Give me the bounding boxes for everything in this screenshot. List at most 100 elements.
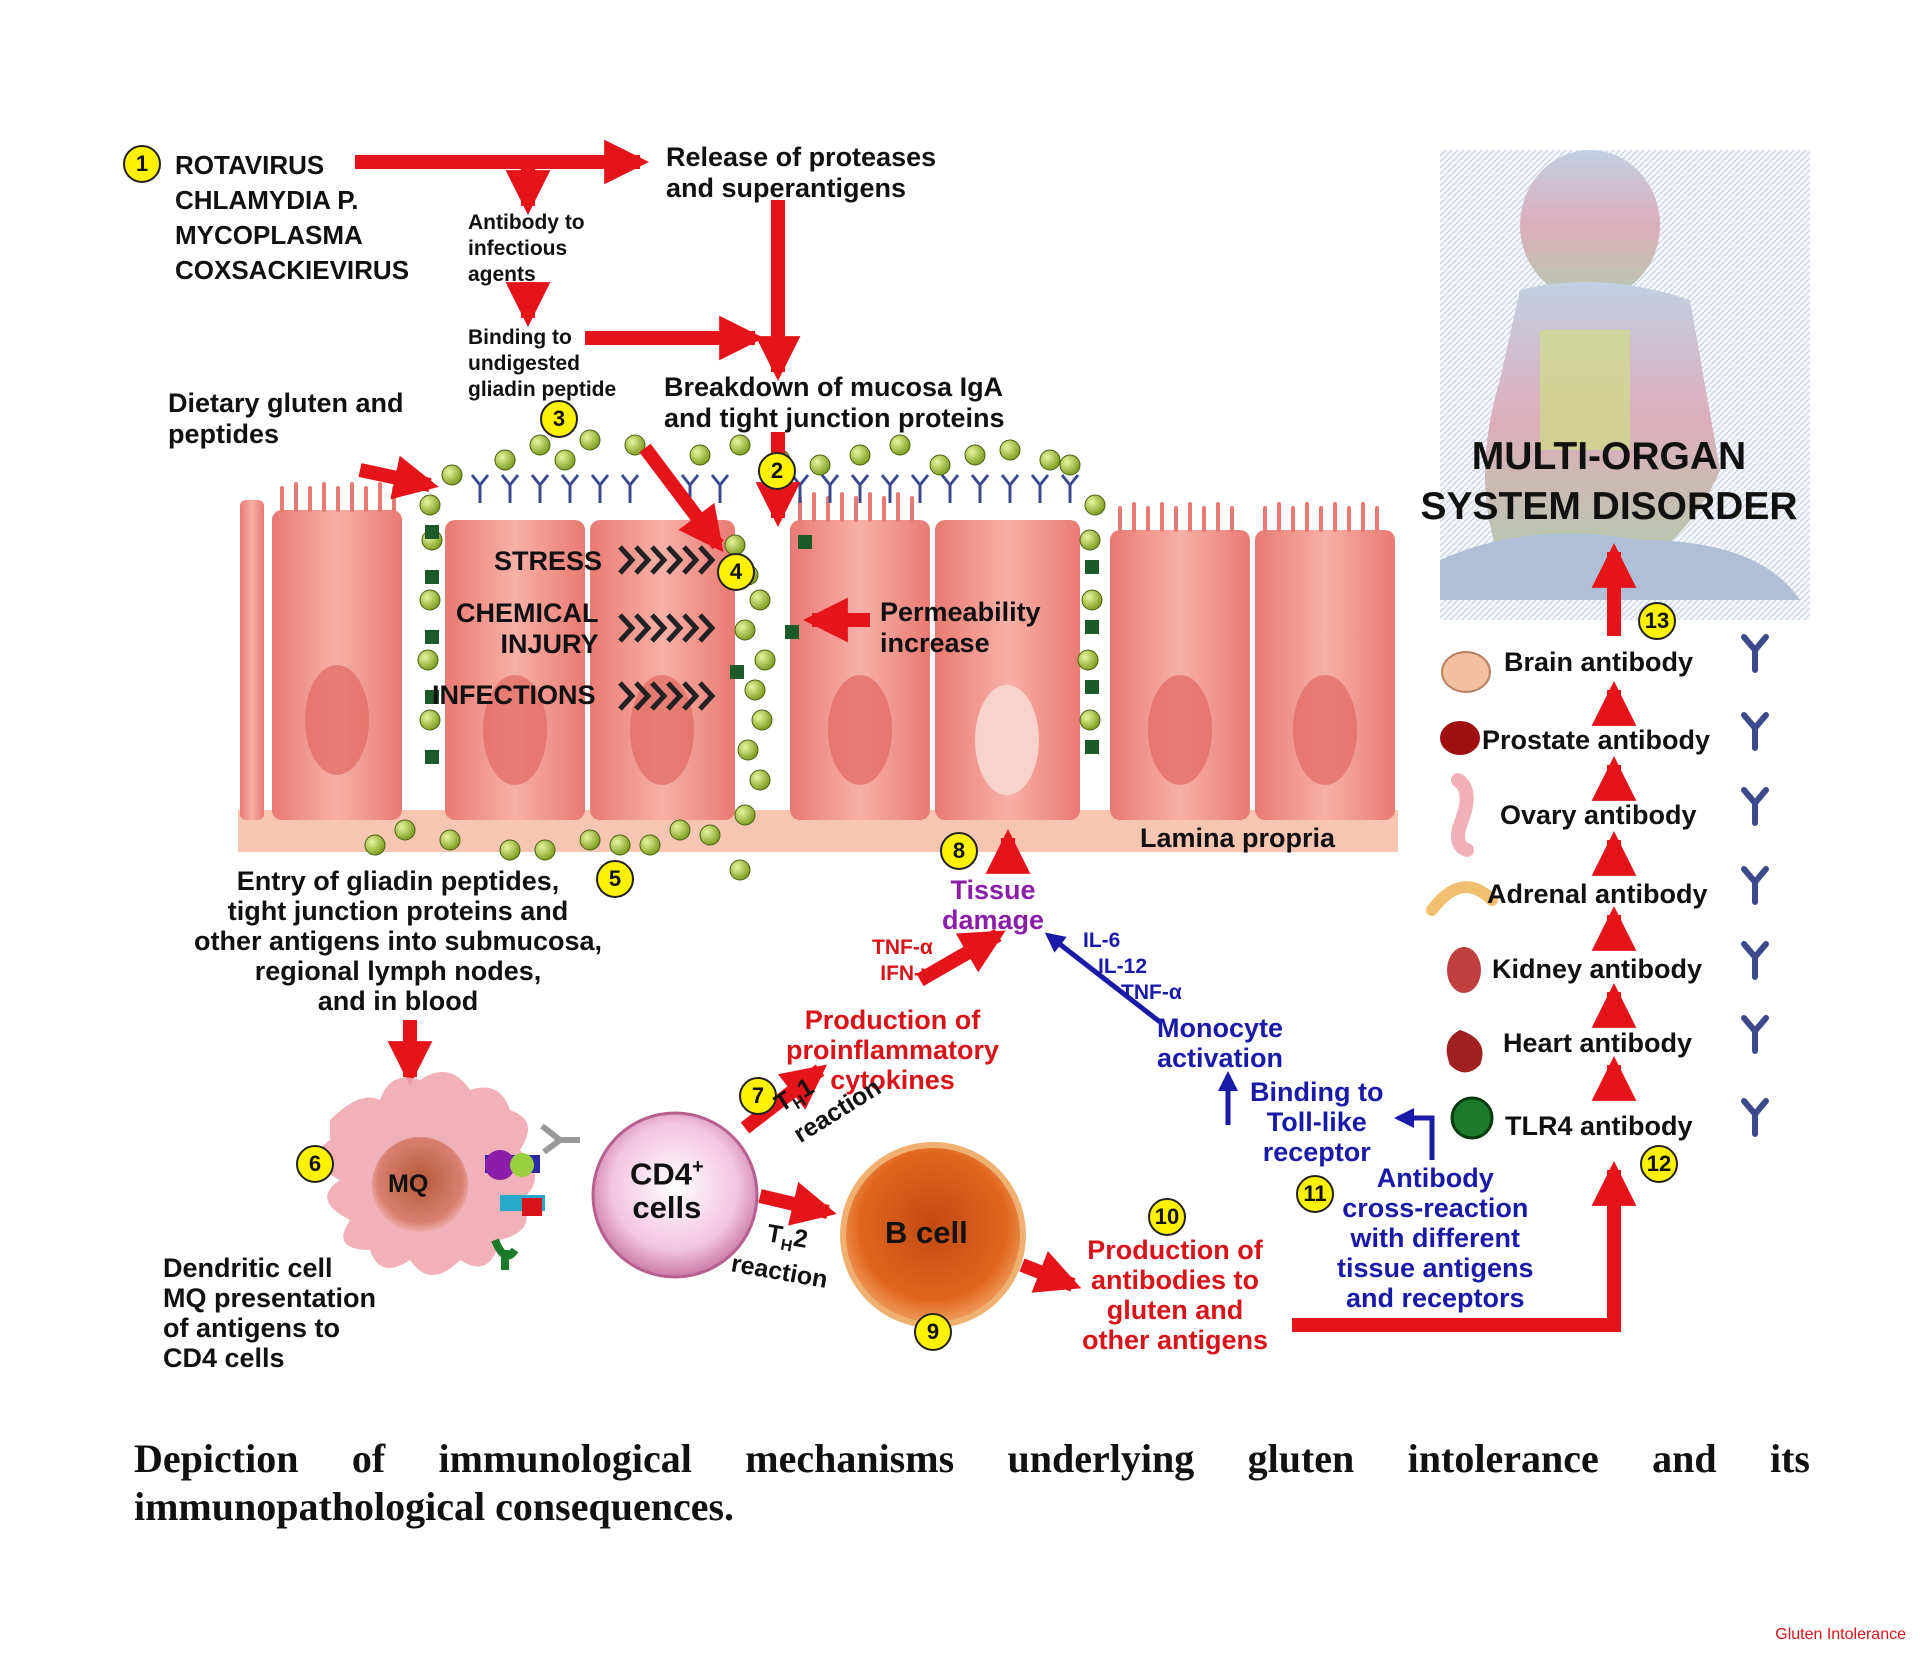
- label-line: cross-reaction: [1342, 1193, 1529, 1223]
- label-line: proinflammatory: [786, 1035, 1000, 1065]
- label-line: increase: [880, 628, 990, 658]
- label-line: Binding to: [468, 326, 572, 349]
- kidney-icon: [1447, 947, 1481, 993]
- cd4-cell-shape: [591, 1111, 759, 1279]
- label-line: undigested: [468, 352, 581, 375]
- label-line: Tissue: [950, 875, 1036, 905]
- adrenal-icon: [1426, 881, 1498, 916]
- dietary-gluten-label: Dietary gluten and peptides: [168, 388, 404, 450]
- label-line: other antigens: [1082, 1325, 1269, 1355]
- proinflammatory-cytokines-label: Production of proinflammatory cytokines: [786, 1005, 999, 1095]
- infections-label: INFECTIONS: [432, 680, 596, 710]
- label-line: Dietary gluten and: [168, 388, 404, 418]
- lamina-propria-label: Lamina propria: [1140, 823, 1336, 853]
- label-line: Production of: [804, 1005, 981, 1035]
- permeability-label: Permeability increase: [880, 597, 1041, 659]
- antibody-row-heart: Heart antibody: [1503, 1028, 1693, 1058]
- prostate-icon: [1440, 721, 1480, 755]
- label-line: and superantigens: [666, 173, 907, 203]
- label-line: Antibody: [1376, 1163, 1494, 1193]
- pathogen-item: CHLAMYDIA P.: [175, 185, 359, 215]
- label-line: cytokines: [830, 1065, 955, 1095]
- label-line: cells: [632, 1190, 702, 1226]
- stress-label: STRESS: [494, 546, 603, 576]
- pathogen-list: ROTAVIRUS CHLAMYDIA P. MYCOPLASMA COXSAC…: [175, 148, 409, 288]
- th-number: 2: [791, 1223, 810, 1254]
- red-arrows: [355, 139, 1637, 1293]
- label-line: Permeability: [880, 597, 1041, 627]
- th1-cytokine-labels: TNF-α IFN-γ: [872, 935, 933, 987]
- pathogen-item: MYCOPLASMA: [175, 220, 363, 250]
- antibody-row-tlr4: TLR4 antibody: [1505, 1111, 1693, 1141]
- pathogen-item: COXSACKIEVIRUS: [175, 255, 410, 285]
- dendritic-presentation-label: Dendritic cell MQ presentation of antige…: [163, 1253, 376, 1373]
- label-line: damage: [942, 905, 1045, 935]
- chemical-injury-label: CHEMICAL INJURY: [456, 598, 599, 660]
- injury-chevrons: [618, 545, 716, 711]
- antibody-row-brain: Brain antibody: [1504, 647, 1694, 677]
- antibody-row-kidney: Kidney antibody: [1492, 954, 1703, 984]
- step-badge-4: 4: [717, 553, 755, 591]
- receptor-complex: [485, 1123, 580, 1270]
- label-line: receptor: [1262, 1137, 1371, 1167]
- antibody-production-path: [1292, 1161, 1637, 1332]
- organ-icons: [1426, 651, 1498, 1140]
- cd4-text: CD4: [630, 1156, 693, 1192]
- label-line: peptides: [168, 419, 280, 449]
- antibody-row-prostate: Prostate antibody: [1482, 725, 1711, 755]
- label-line: IL-12: [1098, 955, 1148, 978]
- dendritic-cell: [317, 1072, 535, 1275]
- footer-watermark: Gluten Intolerance: [1775, 1626, 1906, 1643]
- label-line: with different: [1350, 1223, 1521, 1253]
- release-proteases-label: Release of proteases and superantigens: [666, 142, 936, 204]
- label-line: CHEMICAL: [456, 598, 599, 628]
- label-line: regional lymph nodes,: [254, 956, 542, 986]
- label-line: Binding to: [1250, 1077, 1384, 1107]
- cd4-cells-label: CD4+ cells: [630, 1150, 704, 1225]
- antibody-row-ovary: Ovary antibody: [1500, 800, 1697, 830]
- antibody-row-adrenal: Adrenal antibody: [1487, 879, 1708, 909]
- label-line: Antibody to: [468, 211, 585, 234]
- antibody-y-icons: [1741, 634, 1769, 1137]
- label-line: CD4 cells: [163, 1343, 285, 1373]
- step-badge-5: 5: [596, 860, 634, 898]
- step-badge-11: 11: [1296, 1175, 1334, 1213]
- step-badge-9: 9: [914, 1313, 952, 1351]
- toll-like-receptor-label: Binding to Toll-like receptor: [1250, 1077, 1383, 1167]
- antibody-production-label: Production of antibodies to gluten and o…: [1082, 1235, 1268, 1355]
- step-badge-10: 10: [1148, 1198, 1186, 1236]
- step-badge-3: 3: [540, 400, 578, 438]
- label-line: CD4+: [630, 1150, 704, 1191]
- label-line: Monocyte: [1157, 1013, 1284, 1043]
- pathogen-item: ROTAVIRUS: [175, 150, 325, 180]
- tight-junctions: [425, 525, 1099, 764]
- blue-arrows: [1044, 932, 1435, 1160]
- brain-icon: [1441, 651, 1491, 693]
- antibody-infectious-label: Antibody to infectious agents: [468, 210, 585, 288]
- step-badge-6: 6: [296, 1145, 334, 1183]
- label-line: other antigens into submucosa,: [193, 926, 603, 956]
- ovary-icon: [1451, 773, 1474, 857]
- label-line: infectious: [468, 237, 568, 260]
- tlr4-icon: [1450, 1096, 1494, 1140]
- label-line: Breakdown of mucosa IgA: [664, 372, 1004, 402]
- label-line: and tight junction proteins: [664, 403, 1005, 433]
- multi-organ-title: MULTI-ORGAN SYSTEM DISORDER: [1404, 432, 1814, 532]
- entry-gliadin-label: Entry of gliadin peptides, tight junctio…: [183, 866, 613, 1016]
- label-line: INJURY: [500, 629, 599, 659]
- label-line: TNF-α: [872, 936, 933, 959]
- mq-label: MQ: [388, 1170, 429, 1198]
- step-badge-2: 2: [758, 452, 796, 490]
- label-line: antibodies to: [1091, 1265, 1260, 1295]
- cd4-superscript: +: [692, 1156, 704, 1178]
- label-line: Toll-like: [1266, 1107, 1367, 1137]
- label-line: Dendritic cell: [163, 1253, 333, 1283]
- step-badge-7: 7: [739, 1077, 777, 1115]
- step-badge-13: 13: [1638, 602, 1676, 640]
- label-line: TNF-α: [1121, 981, 1182, 1004]
- epithelial-cells: [240, 500, 1395, 820]
- label-line: gliadin peptide: [468, 378, 617, 401]
- label-line: tissue antigens: [1337, 1253, 1534, 1283]
- label-line: tight junction proteins and: [227, 896, 569, 926]
